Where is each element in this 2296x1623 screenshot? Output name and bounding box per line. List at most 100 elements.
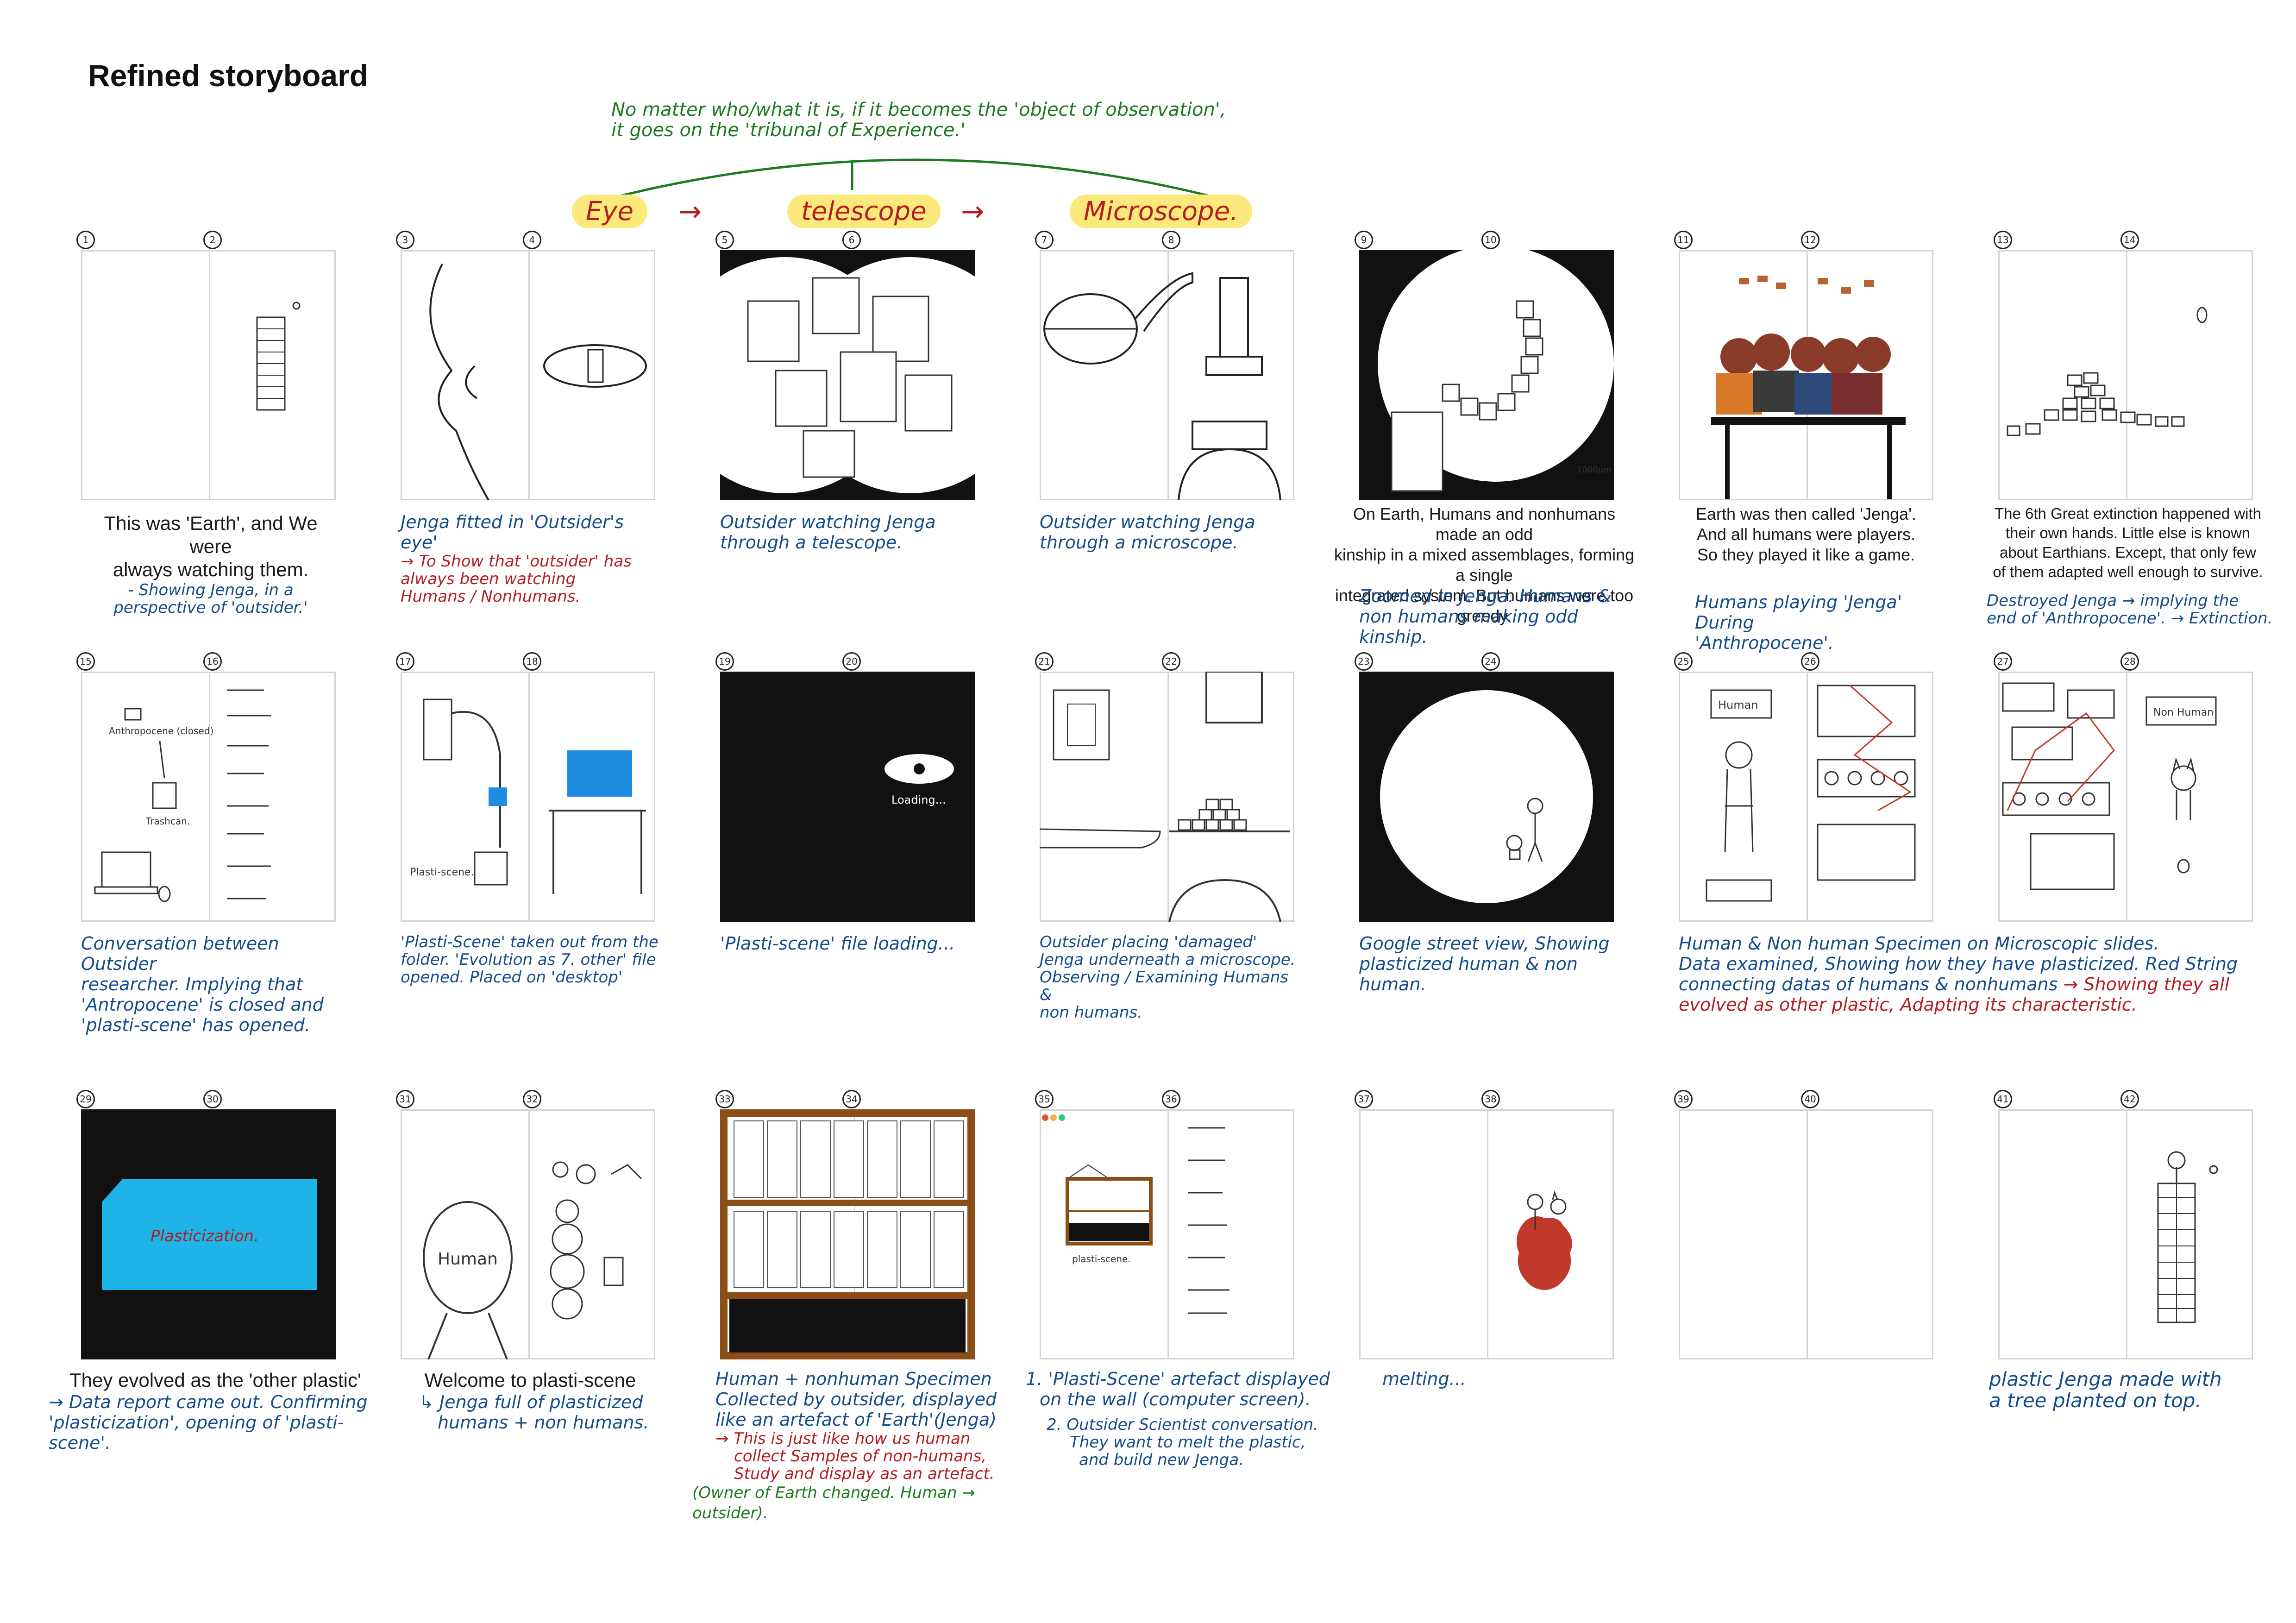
storyboard-panel-19-20: 19 20 Loading...	[715, 652, 975, 922]
panel-number: 10	[1481, 231, 1500, 249]
panel-number: 13	[1994, 231, 2012, 249]
caption-line: evolved as other plastic, Adapting its c…	[1679, 994, 2137, 1015]
panel-number: 14	[2120, 231, 2139, 249]
caption-line: Study and display as an artefact.	[734, 1465, 995, 1483]
panel-frame	[1040, 672, 1294, 922]
panel-number: 35	[1035, 1090, 1054, 1108]
panel-caption-15-16: Conversation between Outsider researcher…	[81, 933, 340, 1035]
storyboard-panel-17-18: 17 18 Plasti-scene.	[396, 652, 655, 922]
flow-arrow-2: →	[961, 195, 985, 228]
plasticization-label: Plasticization.	[151, 1227, 259, 1246]
caption-line: Google street view, Showing	[1359, 933, 1610, 954]
caption-line: of them adapted well enough to survive.	[1993, 563, 2263, 580]
panel-number: 9	[1355, 231, 1373, 249]
storyboard-panel-23-24: 23 24	[1355, 652, 1614, 922]
panel-caption-1-2: This was 'Earth', and We were always wat…	[81, 512, 340, 616]
caption-line: → This is just like how us human	[715, 1429, 971, 1448]
panel-number: 15	[76, 652, 95, 671]
caption-line: 'plasticization', opening of 'plasti-sce…	[49, 1412, 344, 1453]
caption-line: plasticized human & non human.	[1359, 954, 1578, 994]
caption-line: → Showing they all	[2063, 974, 2230, 994]
panel-number: 33	[715, 1090, 734, 1108]
panel-number: 41	[1994, 1090, 2012, 1108]
human-label: Human	[438, 1250, 498, 1269]
panel-frame	[1998, 1109, 2253, 1359]
caption-line: 'plasti-scene' has opened.	[81, 1015, 311, 1035]
storyboard-panel-37-38: 37 38	[1355, 1090, 1614, 1359]
caption-line: researcher. Implying that	[81, 974, 303, 994]
panel-number: 36	[1162, 1090, 1180, 1108]
melting-drawing	[1517, 1190, 1572, 1290]
panel-frame	[401, 1109, 655, 1359]
panel-subcaption-13-14: Destroyed Jenga → implying the end of 'A…	[1987, 592, 2274, 627]
caption-line: 'Anthropocene'.	[1695, 633, 1834, 653]
caption-line: 1. 'Plasti-Scene' artefact displayed	[1026, 1369, 1330, 1389]
panel-number: 32	[523, 1090, 541, 1108]
storyboard-panel-13-14: 13 14	[1994, 231, 2253, 500]
scale-label: 1000μm	[1577, 465, 1612, 475]
storyboard-panel-5-6: 5 6	[715, 231, 975, 500]
panel-number: 23	[1355, 652, 1373, 671]
caption-line: a tree planted on top.	[1989, 1389, 2202, 1412]
plasti-scene-label: Plasti-scene.	[410, 867, 474, 878]
caption-line: like an artefact of 'Earth'(Jenga)	[715, 1409, 997, 1430]
flow-eye-label: Eye	[572, 195, 647, 228]
flow-telescope-label: telescope	[787, 195, 941, 228]
street-view-drawing	[1359, 672, 1614, 922]
flow-note: No matter who/what it is, if it becomes …	[611, 100, 1241, 140]
jenga-tower-drawing	[256, 302, 301, 411]
caption-line: integrated system. But humans were too g…	[1335, 586, 1634, 625]
anthropocene-folder-label: Anthropocene (closed)	[109, 725, 213, 736]
caption-line: Jenga fitted in 'Outsider's eye'	[401, 512, 624, 553]
caption-line: through a microscope.	[1040, 532, 1238, 553]
caption-line: → To Show that 'outsider' has	[401, 552, 632, 571]
panel-caption-41-42: plastic Jenga made with a tree planted o…	[1989, 1369, 2276, 1411]
panel-frame	[1679, 1109, 1933, 1359]
storyboard-panel-11-12: 11 12	[1674, 231, 1933, 500]
storyboard-panel-7-8: 7 8	[1035, 231, 1294, 500]
caption-line: their own hands. Little else is known	[2005, 524, 2251, 541]
microscope-drawing	[1043, 272, 1281, 500]
flow-note-line1: No matter who/what it is, if it becomes …	[611, 99, 1226, 120]
panel-frame	[1998, 672, 2253, 922]
storyboard-panel-21-22: 21 22	[1035, 652, 1294, 922]
panel-number: 39	[1674, 1090, 1693, 1108]
panel-number: 3	[396, 231, 414, 249]
caption-line: Human & Non human Specimen on Microscopi…	[1679, 933, 2159, 954]
caption-line: always been watching	[401, 570, 576, 588]
caption-line: on the wall (computer screen).	[1040, 1389, 1311, 1409]
human-specimen-slides-drawing: Human	[1706, 685, 1916, 902]
panel-number: 24	[1481, 652, 1500, 671]
caption-line: collect Samples of non-humans,	[734, 1447, 987, 1466]
caption-line: Human + nonhuman Specimen	[715, 1369, 992, 1389]
panel-number: 42	[2120, 1090, 2139, 1108]
caption-line: Destroyed Jenga → implying the	[1987, 591, 2239, 610]
panel-caption-5-6: Outsider watching Jenga through a telesc…	[720, 512, 979, 553]
panel-frame	[1998, 250, 2253, 500]
panel-number: 17	[396, 652, 414, 671]
panel-number: 40	[1801, 1090, 1819, 1108]
trashcan-label: Trashcan.	[145, 816, 190, 827]
panel-caption-29-30: They evolved as the 'other plastic' → Da…	[49, 1369, 382, 1453]
storyboard-panel-31-32: 31 32 Human	[396, 1090, 655, 1359]
caption-line: melting...	[1382, 1369, 1466, 1389]
caption-line: Jenga underneath a microscope.	[1040, 950, 1296, 969]
panel-number: 8	[1162, 231, 1180, 249]
storyboard-panel-1-2: 1 2	[76, 231, 336, 500]
ear-and-eye-drawing	[429, 264, 647, 500]
panel-caption-25-28: Human & Non human Specimen on Microscopi…	[1679, 933, 2253, 1015]
panel-number: 16	[203, 652, 222, 671]
panel-caption-31-32: Welcome to plasti-scene ↳ Jenga full of …	[401, 1369, 660, 1433]
storyboard-panel-3-4: 3 4	[396, 231, 655, 500]
computer-trashcan-drawing: Anthropocene (closed) Trashcan.	[94, 689, 271, 902]
caption-line: They evolved as the 'other plastic'	[69, 1369, 362, 1391]
plasticization-report-drawing: Plasticization.	[81, 1109, 336, 1359]
panel-number: 30	[203, 1090, 222, 1108]
panel-number: 19	[715, 652, 734, 671]
caption-line: connecting datas of humans & nonhumans	[1679, 974, 2058, 994]
caption-line: connecting datas of humans & nonhumans →…	[1679, 974, 2253, 994]
human-slide-label: Human	[1718, 698, 1758, 711]
caption-line: kinship in a mixed assemblages, forming …	[1334, 545, 1635, 585]
caption-line: Collected by outsider, displayed	[715, 1389, 997, 1409]
caption-line: Zoomed in Jenga. Humans &	[1359, 586, 1612, 606]
